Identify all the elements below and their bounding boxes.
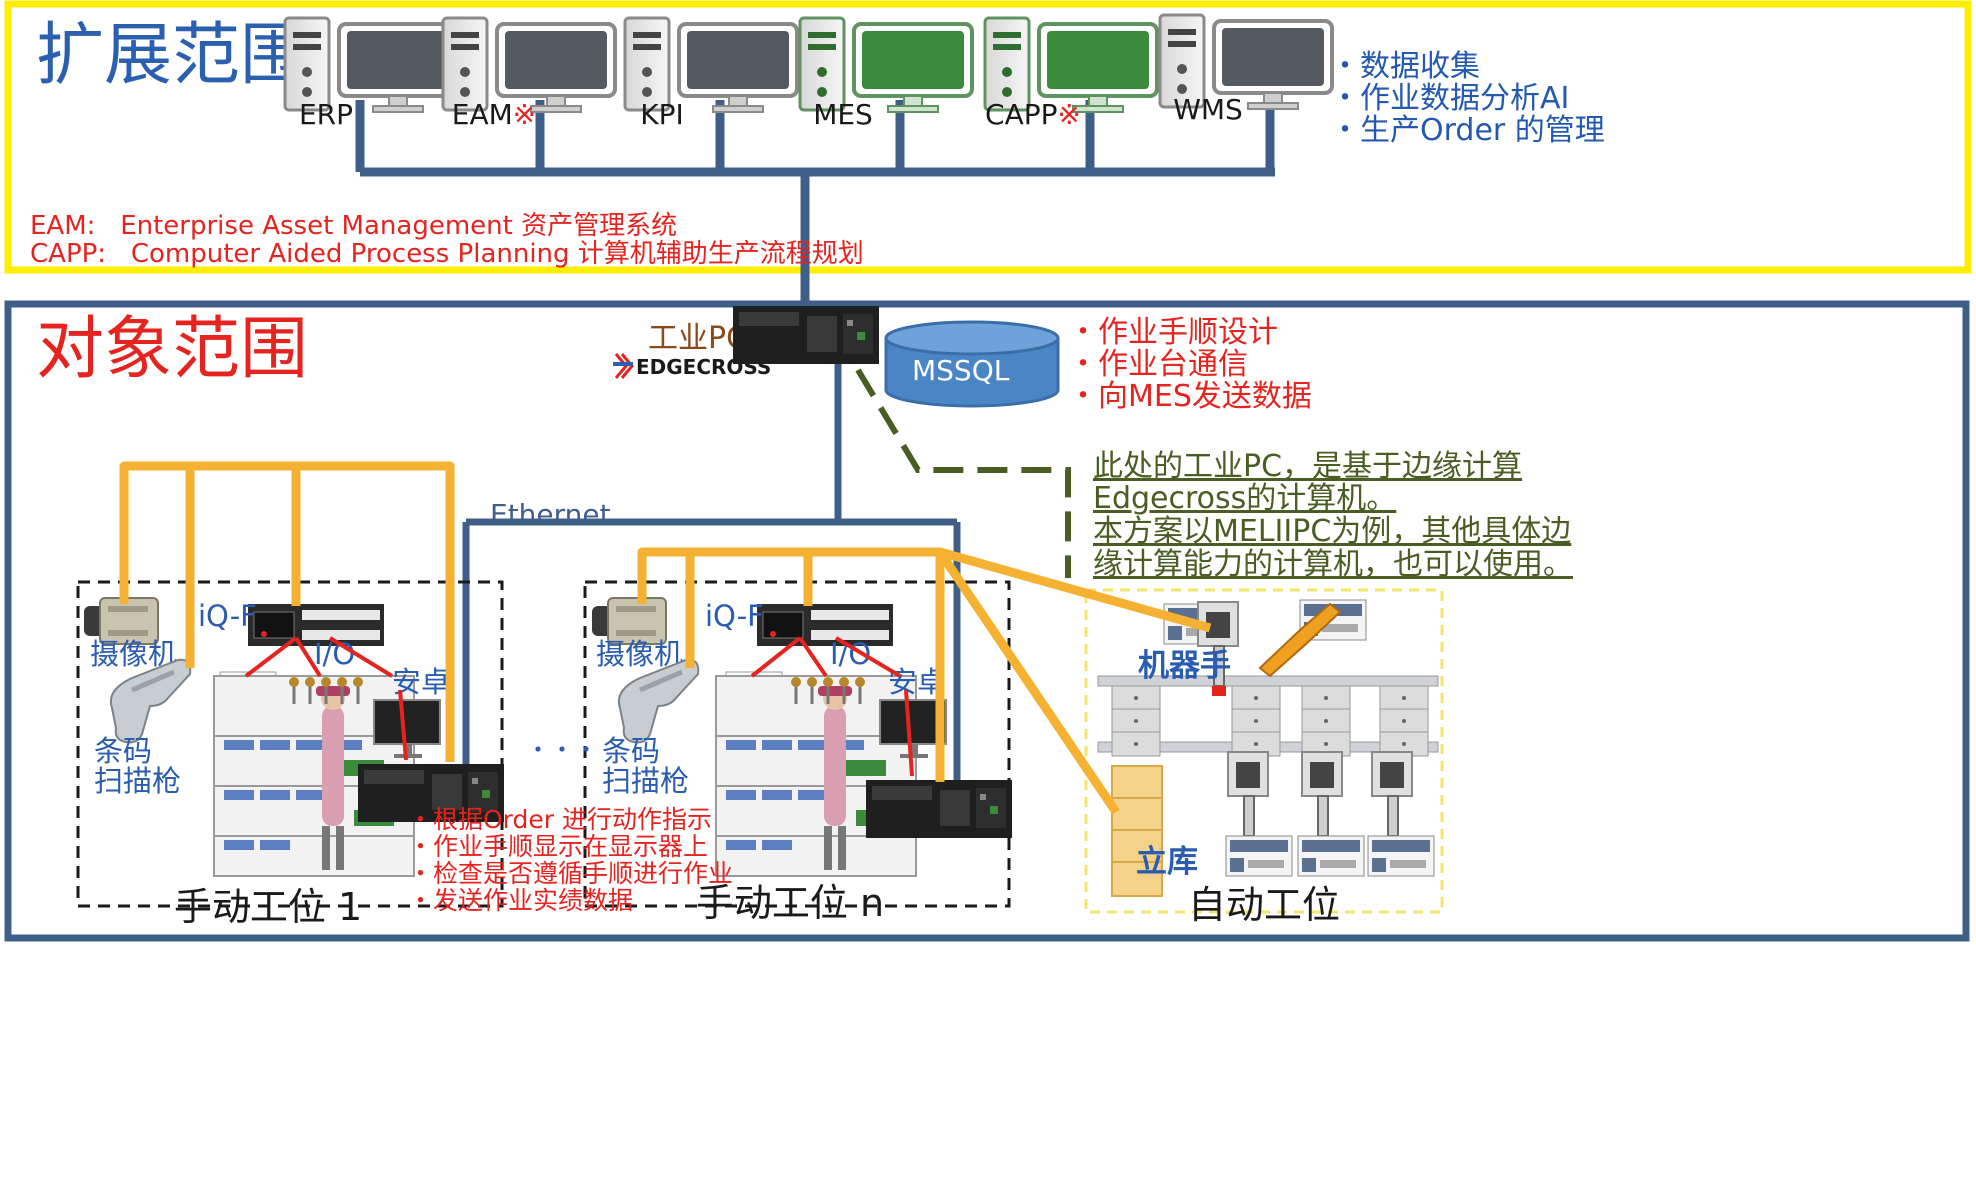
storage-label: 立库 xyxy=(1136,844,1198,880)
scanner-label-line2: 扫描枪 xyxy=(94,764,181,798)
station-pc-icon xyxy=(866,780,1012,838)
bullet-item: ・作业数据分析AI xyxy=(1330,81,1569,116)
scanner-label-line1: 条码 xyxy=(94,734,152,768)
target-scope-frame xyxy=(4,300,1970,942)
cabinet-icon xyxy=(1301,685,1351,757)
bullet-item: ・根据Order 进行动作指示 xyxy=(408,805,712,834)
definition-capp: CAPP: Computer Aided Process Planning 计算… xyxy=(30,239,864,269)
bullet-item: ・作业手顺显示在显示器上 xyxy=(408,832,708,861)
station-label: 手动工位 n xyxy=(696,881,884,925)
barcode-scanner-icon xyxy=(619,660,698,743)
robot-arm-icon xyxy=(1371,751,1413,847)
bullet-item: ・向MES发送数据 xyxy=(1068,379,1312,414)
system-eam: EAM※ xyxy=(441,16,617,131)
system-erp: ERP xyxy=(283,16,459,131)
system-label: KPI xyxy=(640,98,684,131)
camera-label: 摄像机 xyxy=(596,637,683,671)
station-label: 自动工位 xyxy=(1188,883,1340,927)
plc-icon xyxy=(756,603,894,647)
io-wiring xyxy=(750,636,914,777)
robot-arm-icon xyxy=(1301,751,1343,847)
label-box-icon xyxy=(1297,835,1365,877)
note-line: 此处的工业PC，是基于边缘计算 xyxy=(1093,449,1522,484)
system-mark: ※ xyxy=(1058,98,1081,131)
manual-station-n-frame xyxy=(583,580,1011,908)
label-box-icon xyxy=(1225,835,1293,877)
edgecross-logo: EDGECROSS xyxy=(613,353,771,379)
auto-station-frame xyxy=(1084,588,1444,914)
plc-label: iQ-F xyxy=(198,599,257,633)
ethernet-label: Ethernet xyxy=(490,498,611,531)
definition-eam: EAM: Enterprise Asset Management 资产管理系统 xyxy=(30,211,677,241)
system-label: CAPP※ xyxy=(985,98,1081,131)
bullet-item: ・生产Order 的管理 xyxy=(1330,113,1605,148)
system-name: EAM xyxy=(452,98,513,131)
ethernet-backbone xyxy=(462,364,961,790)
system-label: EAM※ xyxy=(452,98,536,131)
system-wms: WMS xyxy=(1158,13,1334,126)
label-box-icon xyxy=(1367,835,1435,877)
auto-station: 机器手 立库 自动工位 xyxy=(1097,599,1439,927)
industrial-pc-label: 工业PC xyxy=(648,321,747,356)
system-mes: MES xyxy=(798,16,974,131)
pc-function-bullets: ・作业手顺设计 ・作业台通信 ・向MES发送数据 xyxy=(1068,315,1312,414)
system-kpi: KPI xyxy=(623,16,799,131)
system-name: CAPP xyxy=(985,98,1057,131)
system-label: WMS xyxy=(1173,93,1243,126)
bullet-item: ・作业台通信 xyxy=(1068,347,1248,382)
signal-cables xyxy=(119,461,1212,815)
bullet-item: ・发送作业实绩数据 xyxy=(408,886,633,915)
note-line: 本方案以MELIIPC为例，其他具体边 xyxy=(1093,514,1571,549)
note-line: 缘计算能力的计算机，也可以使用。 xyxy=(1093,547,1573,582)
cabinet-icon xyxy=(1111,685,1161,757)
robot-label: 机器手 xyxy=(1138,648,1231,684)
system-mark: ※ xyxy=(513,98,536,131)
bullet-item: ・作业手顺设计 xyxy=(1068,315,1278,350)
top-bullets: ・数据收集 ・作业数据分析AI ・生产Order 的管理 xyxy=(1330,49,1605,148)
database-label: MSSQL xyxy=(912,354,1010,387)
extension-scope-frame xyxy=(4,0,1972,274)
station-function-bullets: ・根据Order 进行动作指示 ・作业手顺显示在显示器上 ・检查是否遵循手顺进行… xyxy=(408,805,733,915)
industrial-pc-icon xyxy=(733,306,879,364)
cabinet-icon xyxy=(1231,685,1281,757)
system-label: MES xyxy=(813,98,873,131)
system-capp: CAPP※ xyxy=(983,16,1159,131)
mssql-database: MSSQL xyxy=(884,320,1060,408)
extension-scope-title: 扩展范围 xyxy=(36,16,308,95)
orange-robot-icon xyxy=(1258,602,1342,678)
manual-station-1-frame xyxy=(76,580,504,908)
station-ellipsis: ・・・ xyxy=(526,736,598,764)
cabinet-icon xyxy=(1379,685,1429,757)
scanner-label-line1: 条码 xyxy=(602,734,660,768)
note-leader-dashed xyxy=(855,368,1071,578)
scanner-label-line2: 扫描枪 xyxy=(602,764,689,798)
system-label: ERP xyxy=(299,98,353,131)
manual-station-n: 摄像机 iQ-F I/O 条码 扫描枪 安卓 手动工位 n xyxy=(591,597,1012,925)
io-wiring xyxy=(244,636,408,761)
note-line: Edgecross的计算机。 xyxy=(1093,481,1396,516)
station-label: 手动工位 1 xyxy=(174,885,362,929)
definitions: EAM: Enterprise Asset Management 资产管理系统 … xyxy=(30,211,864,269)
manual-station-1: 摄像机 iQ-F I/O 条码 扫描枪 安卓 手动工位 1 xyxy=(83,597,504,929)
target-scope-title: 对象范围 xyxy=(36,310,308,389)
robot-arm-icon xyxy=(1227,751,1269,847)
plc-label: iQ-F xyxy=(705,599,764,633)
bullet-item: ・数据收集 xyxy=(1330,49,1480,84)
edgecross-note: 此处的工业PC，是基于边缘计算 Edgecross的计算机。 本方案以MELII… xyxy=(1093,449,1573,582)
barcode-scanner-icon xyxy=(111,660,190,743)
bullet-item: ・检查是否遵循手顺进行作业 xyxy=(408,859,733,888)
